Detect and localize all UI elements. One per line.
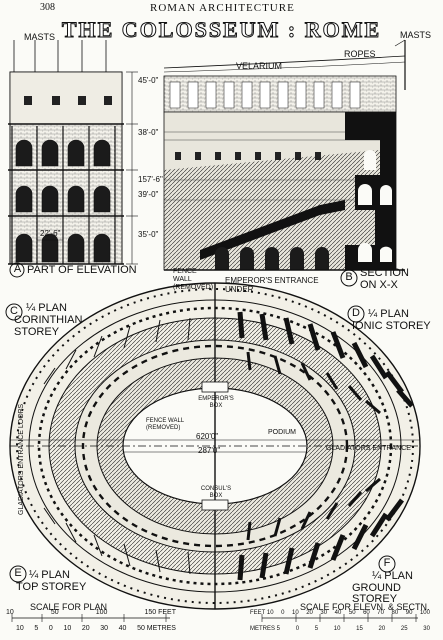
plan-scale-feet-tick: 100 <box>95 609 108 616</box>
plan-scale-feet-tick: 10 <box>6 609 14 616</box>
plan-scale-feet-tick: 50 <box>50 609 59 616</box>
elev-scale-feet-tick: 20 <box>306 610 313 616</box>
elev-scale-metre-tick: 20 <box>378 626 386 632</box>
section-fence-wall-label: FENCE WALL (REMOVED) <box>173 268 214 291</box>
elevation-attic-dimension: 45'-0" <box>138 76 159 85</box>
scale-bars <box>11 614 418 622</box>
elevation-masts-label: MASTS <box>24 32 56 42</box>
elev-scale-feet-tick: 60 <box>363 610 370 616</box>
plan-scale-metre-tick: 40 <box>118 625 127 632</box>
section-velarium-label: VELARIUM <box>236 61 283 71</box>
caption-c-text-2: CORINTHIAN <box>14 314 83 326</box>
caption-d-text-1: ¼ PLAN <box>368 308 409 320</box>
plate-title: THE COLOSSEUM : ROME <box>61 17 382 43</box>
elev-scale-feet-tick: FEET 10 <box>250 610 274 616</box>
elevation-scale-feet: FEET 10 0 10 20 30 40 50 60 70 80 90 100 <box>250 608 430 618</box>
caption-c-text-3: STOREY <box>14 326 60 338</box>
elev-scale-metre-tick: 10 <box>333 626 341 632</box>
elev-scale-metre-tick: 5 <box>314 626 319 632</box>
caption-b-letter: B <box>345 271 353 283</box>
caption-f-letter: F <box>383 557 391 569</box>
elevation-bay-dimension: 22'-6" <box>40 229 61 238</box>
elev-scale-feet-tick: 10 <box>291 610 299 616</box>
elev-scale-metre-tick: 30 <box>423 626 430 632</box>
major-axis-dimension: 620'0" <box>196 432 219 441</box>
elev-scale-feet-tick: 80 <box>391 610 399 616</box>
page-number: 308 <box>40 2 55 13</box>
section-masts-label: MASTS <box>400 30 432 40</box>
elev-scale-metre-tick: 0 <box>295 626 300 632</box>
caption-f-text-1: ¼ PLAN <box>372 570 413 582</box>
elev-scale-feet-tick: 90 <box>405 610 413 616</box>
plan-scale-metre-tick: 0 <box>48 625 53 632</box>
plan-scale-feet: 10 50 100 150 FEET <box>6 608 176 618</box>
section-drawing <box>163 39 406 271</box>
caption-c-letter: C <box>10 305 18 317</box>
elevation-second-dimension: 39'-0" <box>138 190 159 199</box>
plan-scale-label: SCALE FOR PLAN <box>30 602 108 612</box>
emperor-entrance-label: EMPEROR'S ENTRANCE UNDER <box>225 276 319 294</box>
plan-scale-feet-tick: 150 FEET <box>144 609 176 616</box>
elevation-third-dimension: 38'-0" <box>138 128 159 137</box>
caption-f-text-2: GROUND STOREY <box>352 582 401 605</box>
elev-scale-feet-tick: 50 <box>348 610 356 616</box>
elevation-scale-metres: METRES 5 0 5 10 15 20 25 30 <box>250 624 430 634</box>
elev-scale-feet-tick: 70 <box>377 610 384 616</box>
caption-circles <box>5 262 396 583</box>
elevation-drawing <box>8 40 138 265</box>
caption-d-letter: D <box>352 307 360 319</box>
plan-scale-metres: 10 5 0 10 20 30 40 50 METRES <box>16 624 176 634</box>
caption-b-text-1: SECTION <box>360 267 409 279</box>
caption-e-letter: E <box>14 567 22 579</box>
arena-axis-dimension: 287'0" <box>198 446 221 455</box>
gladiators-entrance-left-label: GLADIATORS ENTRANCE LOOPS <box>18 404 25 515</box>
elev-scale-metre-tick: 25 <box>400 626 408 632</box>
running-title: ROMAN ARCHITECTURE <box>150 2 295 14</box>
elevation-total-dimension: 157'-6" <box>138 175 163 184</box>
plan-fence-wall-label: FENCE WALL (REMOVED) <box>146 418 184 431</box>
elevation-ground-dimension: 35'-0" <box>138 230 159 239</box>
caption-d-text-2: IONIC STOREY <box>352 320 431 332</box>
consuls-box-label: CONSUL'S BOX <box>200 486 232 499</box>
plan-scale-metre-tick: 10 <box>63 625 72 632</box>
caption-c-text-1: ¼ PLAN <box>26 302 67 314</box>
plan-drawing <box>9 282 421 610</box>
plan-scale-metre-tick: 50 METRES <box>137 625 176 632</box>
elev-scale-feet-tick: 30 <box>320 610 328 616</box>
elevation-scale-label: SCALE FOR ELEVN. & SECTN. <box>300 602 430 612</box>
caption-a-letter: A <box>13 263 22 275</box>
elev-scale-feet-tick: 40 <box>334 610 342 616</box>
elev-scale-metre-tick: METRES 5 <box>250 626 281 632</box>
caption-b-text-2: ON X-X <box>360 279 398 291</box>
plan-scale-metre-tick: 5 <box>34 625 39 632</box>
plan-scale-metre-tick: 20 <box>81 625 90 632</box>
plan-scale-metre-tick: 30 <box>100 625 109 632</box>
elev-scale-metre-tick: 15 <box>356 626 363 632</box>
elev-scale-feet-tick: 0 <box>281 610 285 616</box>
caption-a-text: PART OF ELEVATION <box>27 264 137 276</box>
podium-label: PODIUM <box>268 429 296 436</box>
gladiators-entrance-right-label: GLADIATORS ENTRANCE <box>326 445 411 452</box>
emperors-box-label: EMPEROR'S BOX <box>198 396 234 409</box>
caption-e-text-1: ¼ PLAN <box>29 569 70 581</box>
section-ropes-label: ROPES <box>344 49 376 59</box>
caption-e-text-2: TOP STOREY <box>16 581 87 593</box>
elev-scale-feet-tick: 100 <box>419 610 430 616</box>
plan-scale-metre-tick: 10 <box>16 625 24 632</box>
